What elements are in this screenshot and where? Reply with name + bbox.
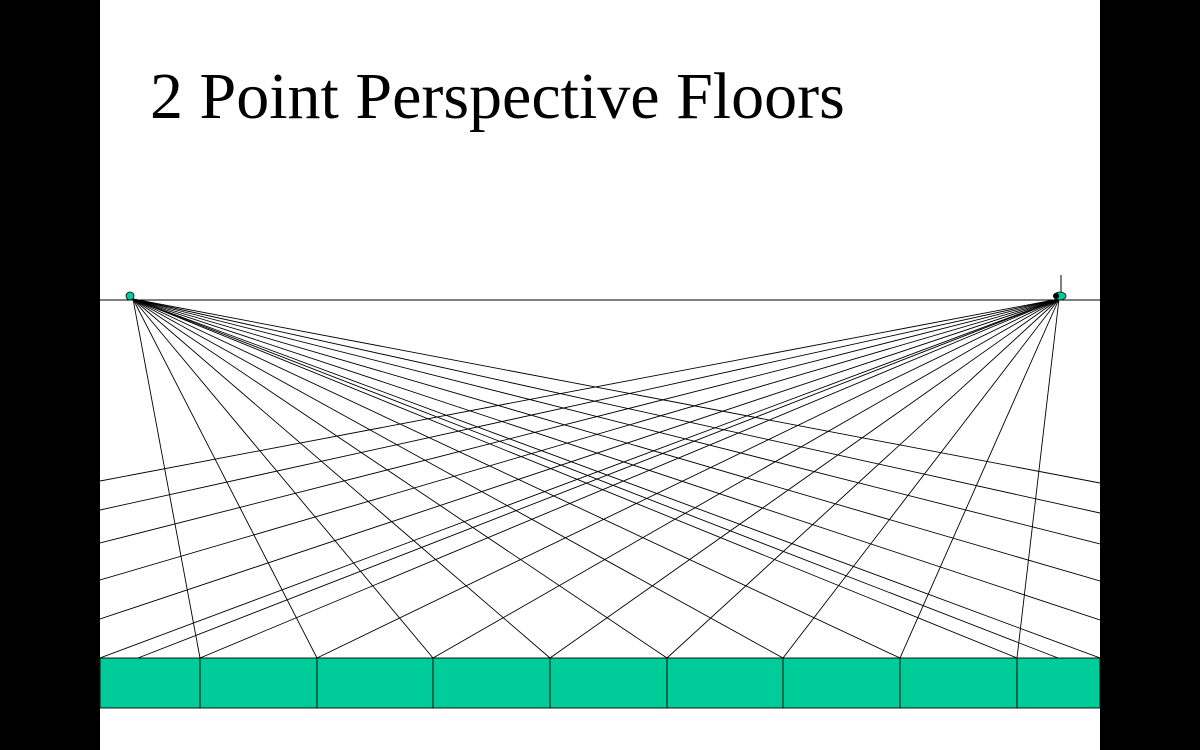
slide: 2 Point Perspective Floors [100, 0, 1100, 750]
left-vanishing-line [132, 298, 1100, 514]
floor-tile [1016, 657, 1100, 709]
left-vanishing-line [132, 298, 1100, 659]
left-vanishing-lines [132, 298, 1100, 659]
floor-tile [899, 657, 1018, 709]
floor-tile [316, 657, 434, 709]
left-vanishing-line [132, 298, 901, 659]
left-vanishing-line [132, 298, 1018, 659]
right-vanishing-line [1016, 298, 1060, 659]
floor-tile [666, 657, 784, 709]
left-vanishing-line [132, 298, 551, 659]
left-vanishing-line [132, 298, 434, 659]
left-vanishing-line [132, 298, 784, 659]
right-vanishing-point-core [1053, 293, 1059, 299]
right-vanishing-line [432, 298, 1060, 659]
right-vanishing-line [100, 298, 1060, 659]
floor-tile [549, 657, 668, 709]
right-vanishing-line [100, 298, 1060, 511]
left-vanishing-line [132, 298, 201, 659]
right-vanishing-line [100, 298, 1060, 620]
right-vanishing-line [782, 298, 1060, 659]
floor-tile [100, 657, 201, 709]
left-vanishing-line [132, 298, 1100, 621]
right-vanishing-line [100, 298, 1060, 581]
slide-title: 2 Point Perspective Floors [150, 60, 845, 133]
right-vanishing-line [100, 298, 1060, 544]
right-vanishing-line [316, 298, 1060, 659]
left-vanishing-point [125, 291, 135, 301]
floor-tile [782, 657, 901, 709]
left-vanishing-line [132, 298, 1100, 484]
perspective-diagram [100, 275, 1100, 709]
right-vanishing-line [666, 298, 1060, 659]
left-vanishing-line [132, 298, 318, 659]
right-vanishing-line [549, 298, 1060, 659]
right-vanishing-line [137, 298, 1060, 659]
left-vanishing-line [132, 298, 1059, 659]
floor-tile [432, 657, 551, 709]
right-vanishing-lines [100, 298, 1060, 659]
right-vanishing-line [899, 298, 1060, 659]
left-vanishing-line [132, 298, 1100, 582]
floor-tiles [100, 657, 1100, 709]
right-vanishing-line [100, 298, 1060, 482]
left-vanishing-line [132, 298, 1100, 545]
left-vanishing-line [132, 298, 668, 659]
floor-tile [199, 657, 318, 709]
right-vanishing-line [199, 298, 1060, 659]
